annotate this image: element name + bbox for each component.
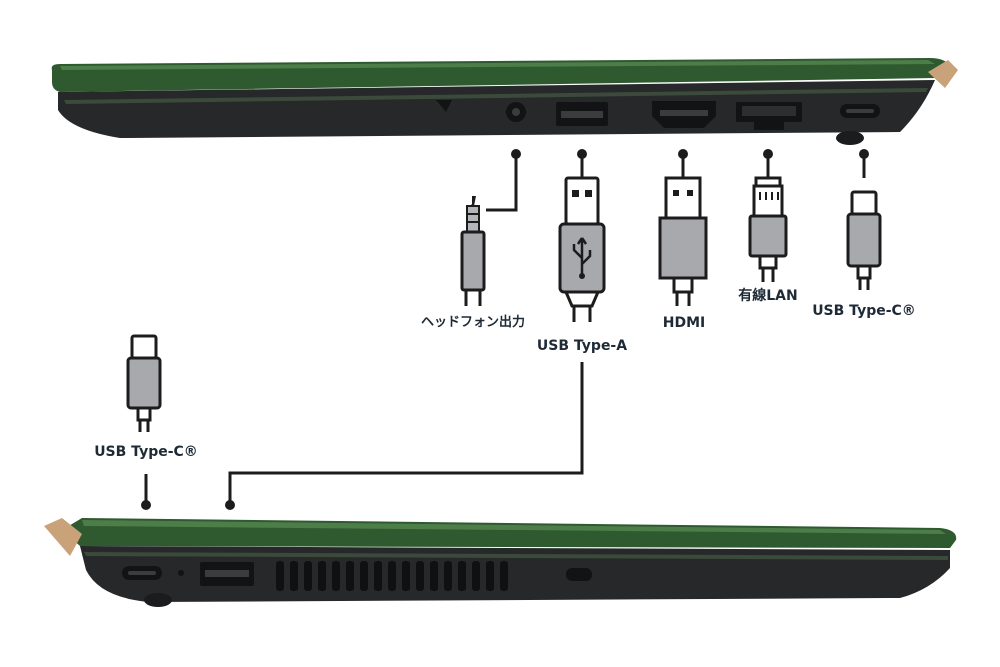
label-usb-type-c-right: USB Type-C®	[812, 303, 916, 319]
headphone-plug-icon	[460, 196, 486, 306]
vent-slot	[318, 561, 326, 591]
usb-c-plug-icon-right	[846, 190, 882, 290]
leader-dot-left-usba	[225, 500, 235, 510]
vent-slot	[486, 561, 494, 591]
lid-highlight	[60, 60, 935, 70]
vent-slot	[500, 561, 508, 591]
vent-grille-icon	[276, 561, 508, 591]
laptop-left-side	[44, 518, 957, 607]
vent-slot	[458, 561, 466, 591]
lid-highlight	[82, 520, 946, 534]
vent-slot	[276, 561, 284, 591]
vent-slot	[290, 561, 298, 591]
vent-slot	[416, 561, 424, 591]
vent-slot	[360, 561, 368, 591]
label-usb-type-a: USB Type-A	[537, 338, 627, 354]
vent-slot	[472, 561, 480, 591]
rubber-foot	[144, 593, 172, 607]
leader-dot-left-usbc	[141, 500, 151, 510]
vent-slot	[430, 561, 438, 591]
usb-a-plug-icon	[558, 176, 606, 322]
label-headphone: ヘッドフォン出力	[421, 314, 525, 330]
vent-slot	[388, 561, 396, 591]
usb-c-plug-icon-left	[126, 334, 162, 432]
vent-slot	[304, 561, 312, 591]
base-edge	[84, 552, 948, 560]
vent-slot	[346, 561, 354, 591]
hdmi-plug-icon	[658, 176, 708, 306]
lan-plug-icon	[748, 176, 788, 282]
vent-slot	[374, 561, 382, 591]
vent-slot	[402, 561, 410, 591]
label-lan: 有線LAN	[738, 287, 797, 304]
rubber-foot	[836, 131, 864, 145]
vent-slot	[444, 561, 452, 591]
hinge	[928, 60, 958, 88]
hinge	[44, 518, 82, 556]
label-usb-type-c-left: USB Type-C®	[94, 444, 198, 460]
laptop-right-side	[51, 58, 958, 145]
power-button-icon	[566, 568, 592, 581]
lock-slot-icon	[436, 100, 452, 112]
leader-dots-top	[511, 149, 869, 159]
base-edge	[64, 88, 928, 104]
label-hdmi: HDMI	[663, 315, 705, 331]
vent-slot	[332, 561, 340, 591]
status-led-icon	[178, 570, 184, 576]
